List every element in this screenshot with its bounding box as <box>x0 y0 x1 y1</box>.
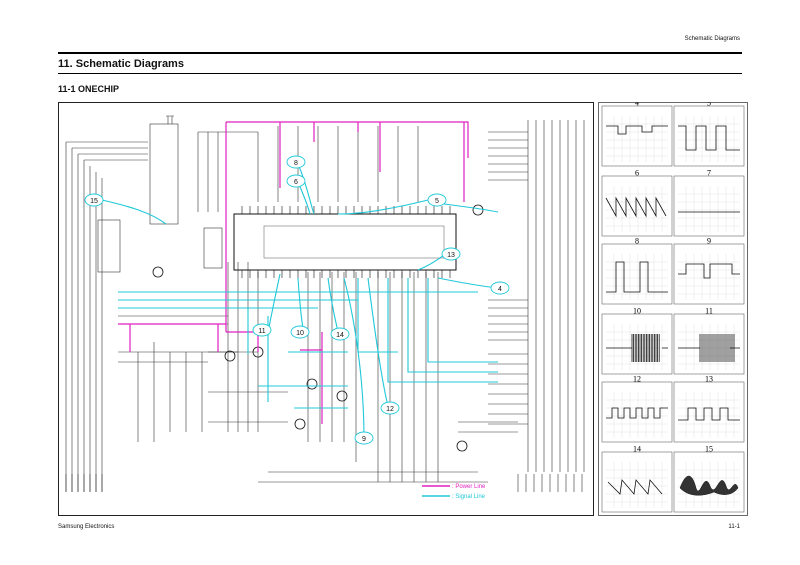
scope-label-11: 11 <box>705 307 713 316</box>
scope-panel-4: 4 <box>601 102 673 167</box>
oscilloscope-panels: 4 5 6 7 8 9 10 11 12 13 14 15 <box>598 102 748 516</box>
line-legend: : Power Line : Signal Line <box>422 484 486 500</box>
scope-label-4: 4 <box>635 102 639 108</box>
scope-label-9: 9 <box>707 237 711 246</box>
callout-4: 4 <box>498 286 502 293</box>
scope-panel-14: 14 <box>601 445 673 513</box>
scope-panel-6: 6 <box>601 169 673 237</box>
callout-12: 12 <box>386 406 394 413</box>
scope-panel-13: 13 <box>673 375 745 443</box>
scope-panel-5: 5 <box>673 102 745 167</box>
page-subtitle: 11-1 ONECHIP <box>58 84 120 94</box>
scope-label-12: 12 <box>633 375 641 384</box>
callout-5: 5 <box>435 198 439 205</box>
legend-power-label: : Power Line <box>452 484 486 490</box>
schematic-diagram: 15 8 6 5 13 4 11 10 14 12 9 : Power Line… <box>58 102 594 516</box>
footer-page-number: 11-1 <box>728 524 740 530</box>
scope-panel-11: 11 <box>673 307 745 375</box>
scope-label-13: 13 <box>705 375 713 384</box>
scope-panel-8: 8 <box>601 237 673 305</box>
scope-label-8: 8 <box>635 237 639 246</box>
page-title: 11. Schematic Diagrams <box>58 58 184 70</box>
scope-label-5: 5 <box>707 102 711 108</box>
header-section-tag: Schematic Diagrams <box>684 36 740 42</box>
scope-panel-15: 15 <box>673 445 745 513</box>
scope-label-15: 15 <box>705 445 713 454</box>
callout-9: 9 <box>362 436 366 443</box>
scope-panel-7: 7 <box>673 169 745 237</box>
scope-label-7: 7 <box>707 169 711 178</box>
scope-panel-10: 10 <box>601 307 673 375</box>
callout-11: 11 <box>258 328 265 335</box>
top-rule <box>58 52 742 54</box>
scope-panel-9: 9 <box>673 237 745 305</box>
callout-10: 10 <box>296 330 304 337</box>
scope-label-14: 14 <box>633 445 641 454</box>
footer-left: Samsung Electronics <box>58 524 115 530</box>
callout-8: 8 <box>294 160 298 167</box>
callout-14: 14 <box>336 332 344 339</box>
scope-panel-12: 12 <box>601 375 673 443</box>
callout-6: 6 <box>294 179 298 186</box>
callout-15: 15 <box>90 198 98 205</box>
scope-label-6: 6 <box>635 169 639 178</box>
callout-13: 13 <box>447 252 455 259</box>
legend-signal-label: : Signal Line <box>452 494 486 500</box>
scope-label-10: 10 <box>633 307 641 316</box>
title-rule <box>58 73 742 74</box>
